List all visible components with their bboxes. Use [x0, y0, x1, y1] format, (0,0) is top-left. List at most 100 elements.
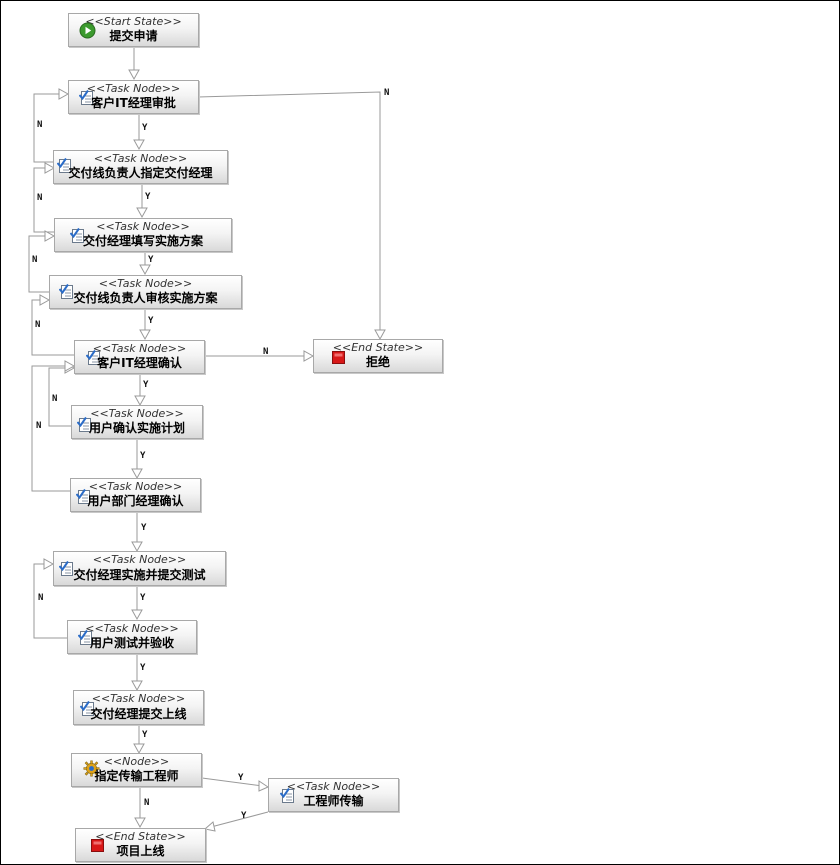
arrow-head [44, 230, 56, 242]
edge-label-yes: Y [148, 316, 154, 326]
task-node-user-confirm-plan[interactable]: <<Task Node>> 用户确认实施计划 [71, 405, 203, 439]
task-checklist-icon [59, 560, 73, 576]
edge-label-yes: Y [145, 192, 151, 202]
task-node-submit-launch[interactable]: <<Task Node>> 交付经理提交上线 [73, 690, 204, 725]
edge-label-no: N [263, 347, 268, 357]
task-node-dept-manager-confirm[interactable]: <<Task Node>> 用户部门经理确认 [70, 478, 201, 512]
node-stereotype: <<Node>> [103, 755, 170, 768]
arrow-head [258, 780, 270, 792]
edge-label-yes: Y [140, 451, 146, 461]
task-checklist-icon [280, 787, 294, 803]
edge-test-no-back[interactable] [33, 563, 67, 639]
node-stereotype: <<Task Node>> [92, 342, 187, 355]
arrow-head [44, 162, 56, 174]
task-node-review-plan[interactable]: <<Task Node>> 交付线负责人审核实施方案 [49, 275, 242, 309]
edge-approve-no-reject[interactable] [197, 91, 381, 334]
gear-icon [83, 760, 100, 777]
arrow-head [39, 294, 51, 306]
arrow-head [131, 541, 143, 553]
task-node-implement-submit-test[interactable]: <<Task Node>> 交付经理实施并提交测试 [53, 551, 226, 586]
arrow-head [43, 558, 55, 570]
node-stereotype: <<Task Node>> [93, 152, 188, 165]
edge-assign-no-back[interactable] [33, 93, 63, 163]
arrow-head [131, 680, 143, 692]
node-label: 用户测试并验收 [89, 636, 174, 650]
task-node-fill-plan[interactable]: <<Task Node>> 交付经理填写实施方案 [54, 218, 232, 252]
node-stereotype: <<End State>> [95, 830, 186, 843]
task-checklist-icon [59, 283, 73, 299]
edge-label-no: N [35, 320, 40, 330]
edge-assign-engineer-yes[interactable] [201, 777, 264, 787]
edge-label-yes: Y [140, 593, 146, 603]
edge-label-no: N [37, 120, 42, 130]
node-label: 工程师传输 [303, 794, 364, 808]
task-checklist-icon [79, 89, 93, 105]
arrow-head [134, 395, 146, 407]
arrow-head [131, 468, 143, 480]
node-label: 客户IT经理确认 [97, 356, 182, 370]
stop-square-icon [332, 351, 345, 364]
node-label: 指定传输工程师 [94, 769, 179, 783]
arrow-head [64, 360, 76, 372]
arrow-head [139, 264, 151, 276]
task-node-customer-it-confirm[interactable]: <<Task Node>> 客户IT经理确认 [74, 340, 205, 374]
edge-label-no: N [144, 798, 149, 808]
node-stereotype: <<Start State>> [85, 15, 182, 28]
node-label: 提交申请 [109, 29, 158, 43]
arrow-head [131, 609, 143, 621]
node-stereotype: <<End State>> [332, 341, 424, 354]
node-label: 用户部门经理确认 [87, 494, 184, 508]
task-node-engineer-transfer[interactable]: <<Task Node>> 工程师传输 [268, 778, 399, 812]
edge-label-no: N [36, 421, 41, 431]
start-state-node[interactable]: <<Start State>> 提交申请 [68, 13, 199, 47]
arrow-head [136, 207, 148, 219]
edge-label-yes: Y [241, 811, 247, 821]
edge-transfer-yes[interactable] [210, 811, 269, 828]
task-checklist-icon [57, 157, 71, 173]
end-state-launch[interactable]: <<End State>> 项目上线 [75, 828, 206, 862]
node-stereotype: <<Task Node>> [98, 277, 193, 290]
task-checklist-icon [70, 227, 84, 243]
edge-label-yes: Y [148, 255, 154, 265]
task-node-user-test-accept[interactable]: <<Task Node>> 用户测试并验收 [67, 620, 197, 654]
node-stereotype: <<Task Node>> [85, 622, 179, 635]
edge-label-yes: Y [141, 523, 147, 533]
edge-label-yes: Y [143, 380, 149, 390]
node-stereotype: <<Task Node>> [286, 780, 381, 793]
stop-square-icon [91, 839, 104, 852]
arrow-head [58, 88, 70, 100]
edge-fill-no-back[interactable] [33, 167, 54, 233]
task-checklist-icon [86, 349, 100, 365]
task-checklist-icon [80, 700, 94, 716]
arrow-head [134, 817, 146, 829]
node-stereotype: <<Task Node>> [91, 692, 186, 705]
edge-review-no-back[interactable] [28, 235, 49, 293]
node-label: 交付线负责人指定交付经理 [68, 166, 213, 180]
task-node-customer-it-approve[interactable]: <<Task Node>> 客户IT经理审批 [68, 80, 199, 114]
node-label: 交付经理实施并提交测试 [73, 568, 206, 582]
edge-dept-no-back[interactable] [31, 365, 70, 492]
task-node-assign-delivery-manager[interactable]: <<Task Node>> 交付线负责人指定交付经理 [53, 150, 228, 184]
task-checklist-icon [78, 629, 92, 645]
node-stereotype: <<Task Node>> [92, 553, 187, 566]
edge-confirm-no-back[interactable] [31, 299, 74, 356]
arrow-head [133, 743, 145, 755]
node-label: 交付经理提交上线 [90, 707, 187, 721]
task-checklist-icon [76, 488, 90, 504]
edge-label-no: N [37, 193, 42, 203]
edge-label-no: N [52, 394, 57, 404]
node-stereotype: <<Task Node>> [96, 220, 190, 233]
node-label: 客户IT经理审批 [91, 96, 176, 110]
node-stereotype: <<Task Node>> [86, 82, 181, 95]
node-label: 用户确认实施计划 [88, 421, 185, 435]
arrow-head [139, 329, 151, 341]
edge-label-no: N [38, 593, 43, 603]
edge-label-no: N [384, 88, 389, 98]
edge-label-yes: Y [238, 773, 244, 783]
play-circle-icon [79, 22, 96, 39]
edge-userplan-no-back[interactable] [48, 367, 71, 427]
end-state-reject[interactable]: <<End State>> 拒绝 [313, 339, 443, 373]
node-assign-engineer[interactable]: <<Node>> 指定传输工程师 [71, 753, 202, 787]
edge-label-yes: Y [142, 123, 148, 133]
node-stereotype: <<Task Node>> [88, 480, 183, 493]
